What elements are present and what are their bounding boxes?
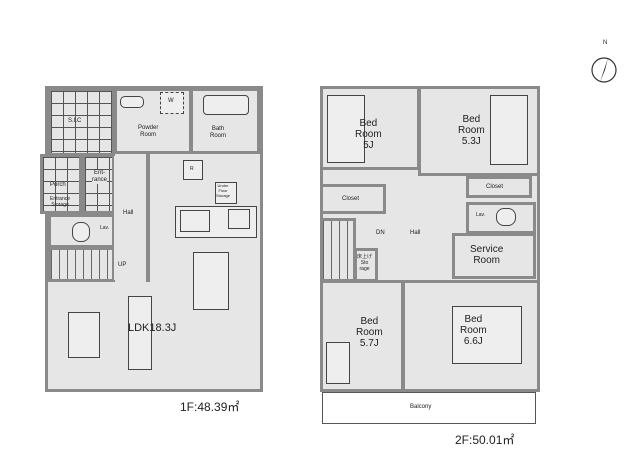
washer-icon bbox=[160, 92, 184, 114]
porch bbox=[40, 154, 82, 214]
desk-icon bbox=[326, 342, 350, 384]
up-label: UP bbox=[118, 262, 127, 268]
stove-icon bbox=[228, 209, 250, 229]
hall-label: Hall bbox=[123, 210, 134, 216]
bedroom-5-7j-label: Bed Room 5.7J bbox=[356, 316, 383, 349]
dining-table bbox=[193, 252, 229, 310]
bathtub-icon bbox=[203, 95, 249, 115]
bedroom-5j-label: Bed Room 5J bbox=[355, 118, 382, 151]
toilet-icon bbox=[496, 208, 516, 226]
balcony bbox=[322, 392, 536, 424]
raised-storage-label: 床上げ Sto rage bbox=[357, 254, 373, 272]
bed-icon bbox=[327, 95, 365, 163]
lav-label: Lav. bbox=[100, 225, 110, 231]
tv-stand bbox=[128, 296, 152, 370]
compass-icon bbox=[591, 57, 617, 83]
sofa bbox=[68, 312, 100, 358]
under-floor-storage-label: Under Floor Storage bbox=[216, 183, 231, 198]
fridge-label: R bbox=[190, 166, 194, 172]
bedroom-5-3j-label: Bed Room 5.3J bbox=[458, 114, 485, 147]
hall-2f-label: Hall bbox=[410, 230, 421, 236]
closet-1 bbox=[320, 184, 386, 214]
under-floor-storage bbox=[215, 182, 237, 204]
fridge-icon bbox=[183, 160, 203, 180]
entrance-storage-label: Entrance Storage bbox=[50, 196, 71, 208]
balcony-label: Balcony bbox=[410, 404, 432, 410]
ldk-label: LDK18.3J bbox=[128, 322, 177, 334]
closet-2 bbox=[466, 176, 532, 198]
north-label: N bbox=[603, 40, 608, 46]
washbasin-icon bbox=[120, 96, 144, 108]
closet-1-label: Closet bbox=[342, 196, 360, 202]
staircase-2f bbox=[320, 218, 356, 282]
toilet-icon bbox=[72, 222, 90, 242]
staircase bbox=[48, 247, 115, 282]
bath-room-label: Bath Room bbox=[210, 126, 227, 139]
sink-icon bbox=[180, 210, 210, 232]
closet-2-label: Closet bbox=[486, 184, 504, 190]
entrance-label: Ent- rance bbox=[92, 170, 108, 184]
hall-area bbox=[114, 156, 146, 280]
floor1-area-label: 1F:48.39㎡ bbox=[180, 400, 240, 414]
service-room bbox=[452, 233, 536, 279]
service-room-label: Service Room bbox=[470, 244, 504, 266]
sic-label: S.I.C bbox=[68, 118, 82, 124]
powder-room-label: Powder Room bbox=[138, 125, 159, 138]
entrance bbox=[82, 154, 115, 214]
dn-label: DN bbox=[376, 230, 385, 236]
washer-label: W bbox=[168, 98, 174, 104]
sic-room bbox=[48, 88, 115, 156]
bedroom-6-6j-label: Bed Room 6.6J bbox=[460, 314, 487, 347]
bed-icon bbox=[490, 95, 528, 165]
lav-2f-label: Lav. bbox=[476, 212, 486, 218]
porch-label: Porch bbox=[50, 182, 66, 188]
floor2-area-label: 2F:50.01㎡ bbox=[455, 433, 515, 447]
